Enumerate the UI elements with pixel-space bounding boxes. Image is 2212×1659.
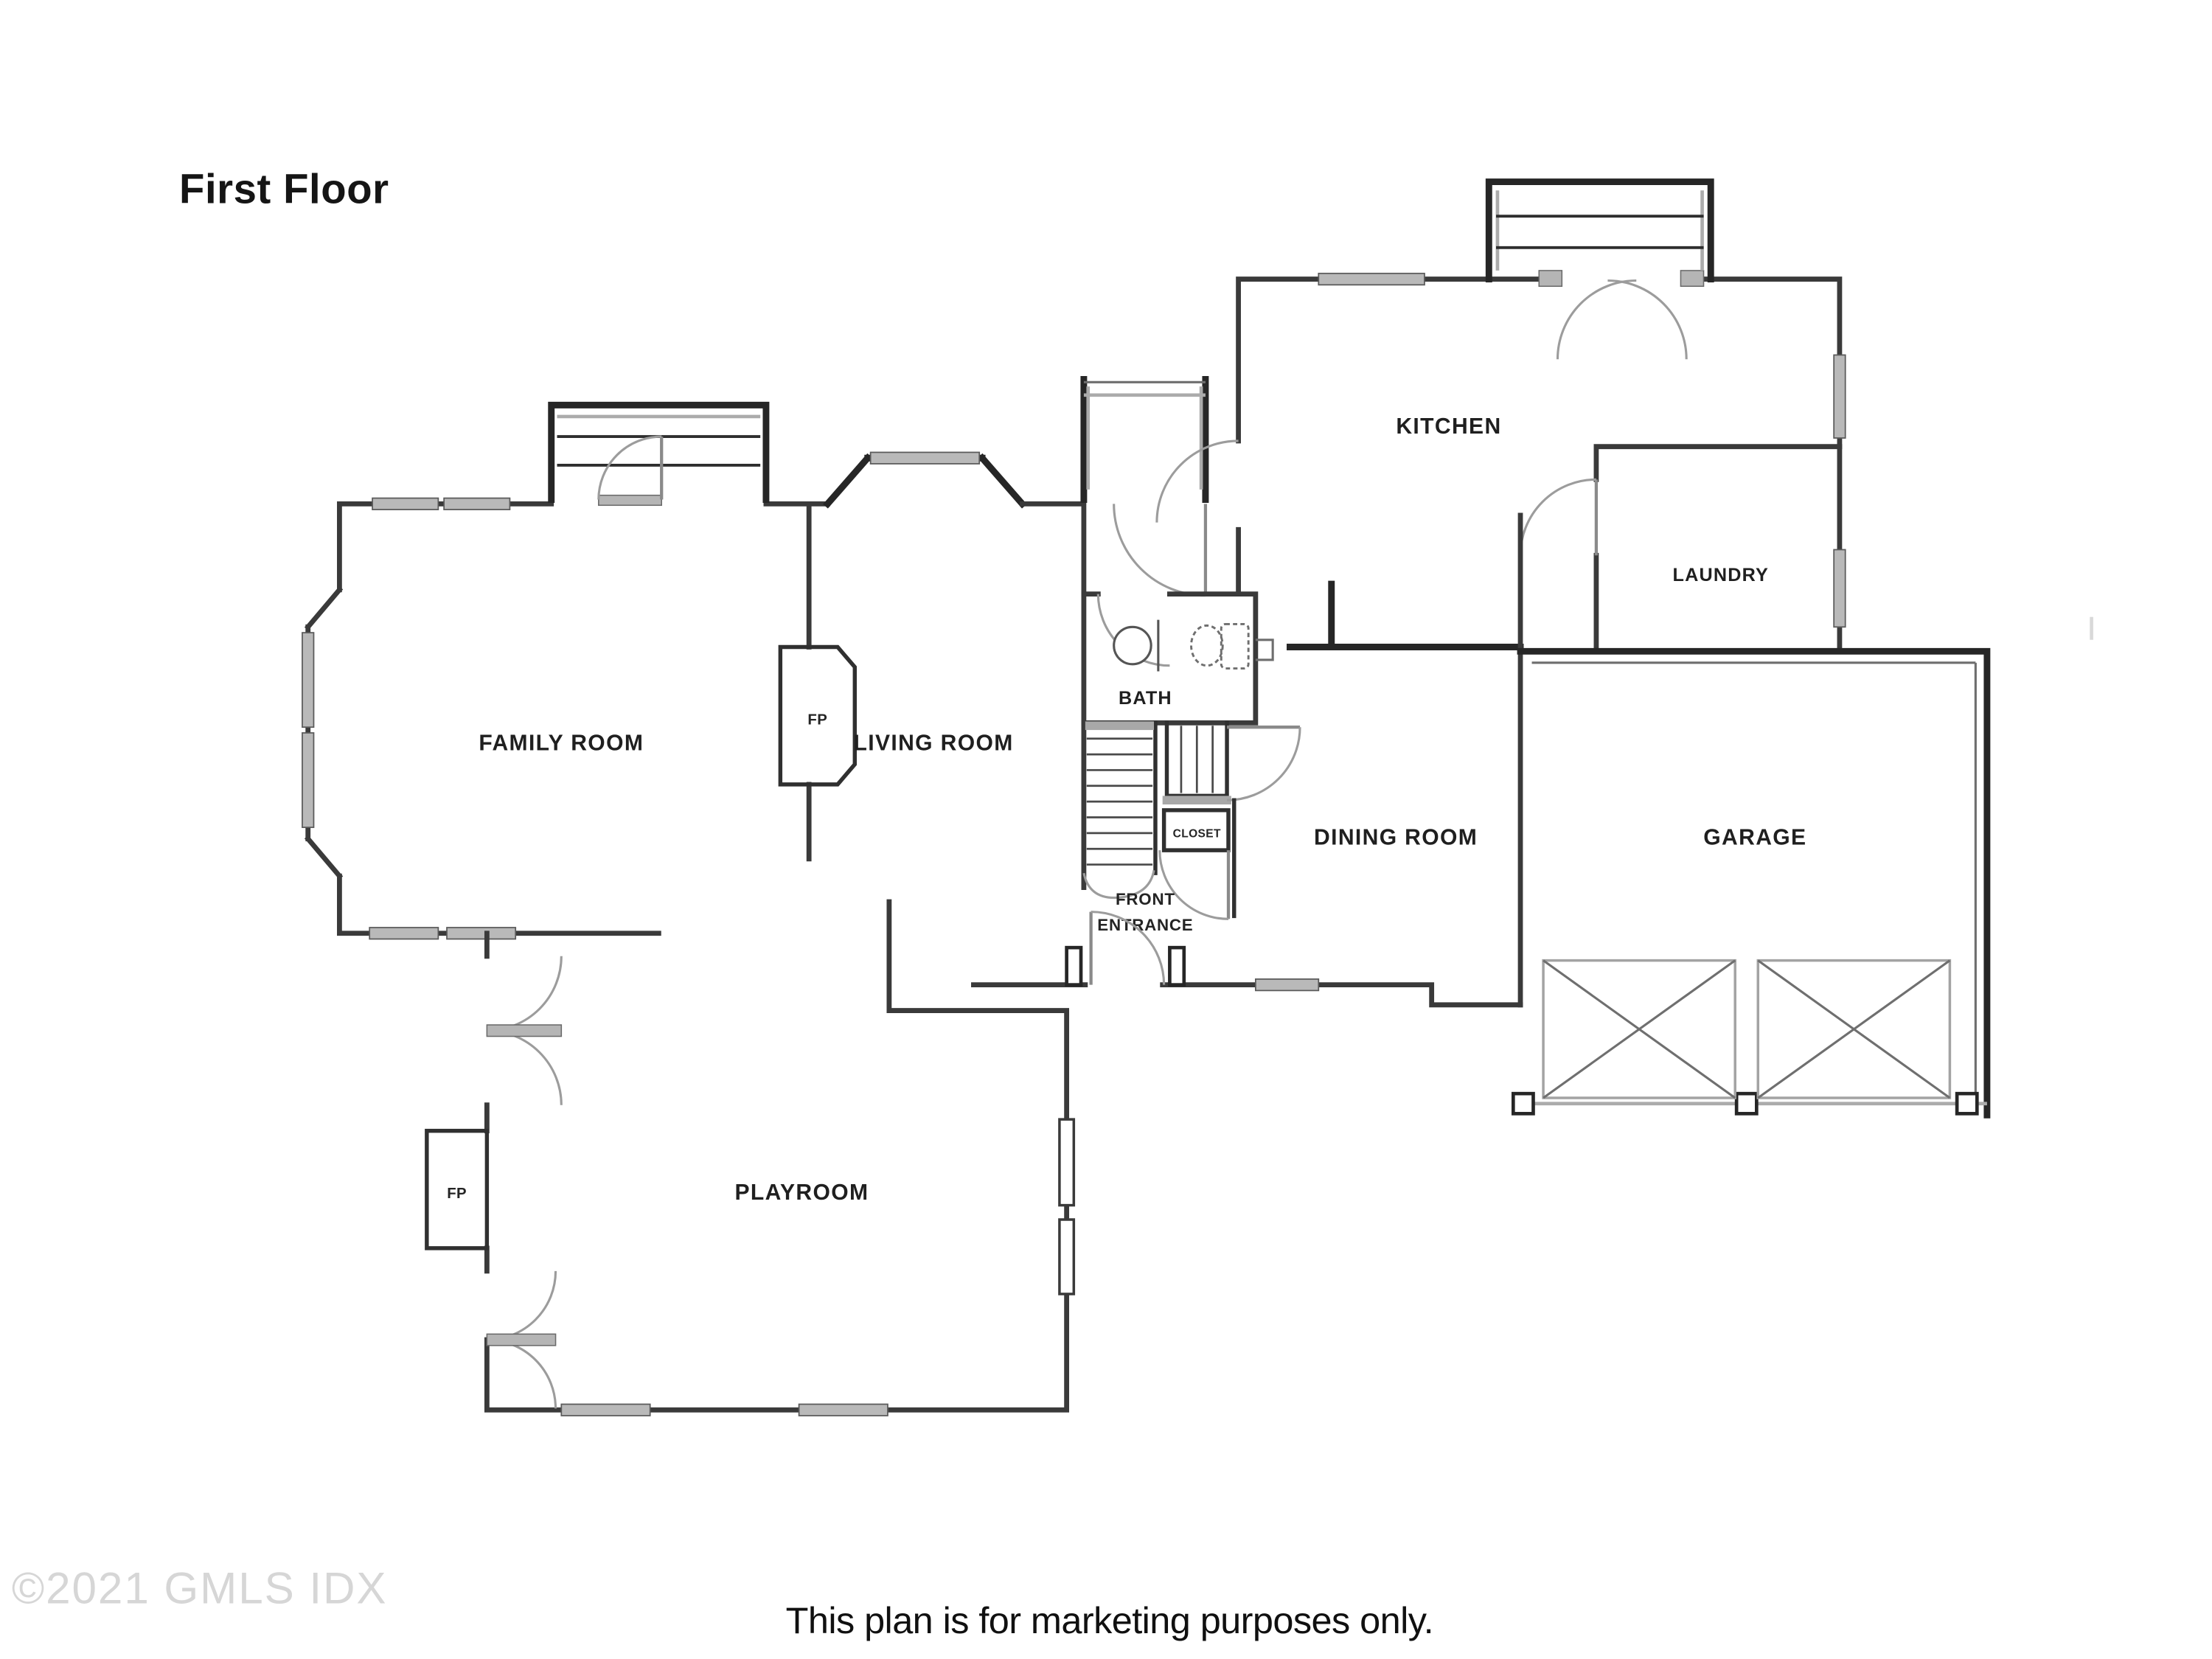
window (1058, 1218, 1076, 1295)
stair-treads (1086, 737, 1153, 866)
sink-glyph (1113, 625, 1152, 666)
toilet-bowl-glyph (1190, 624, 1224, 667)
bay-window-row (557, 435, 761, 467)
room-label-dining: DINING ROOM (1314, 825, 1478, 849)
closet: CLOSET (1158, 798, 1237, 920)
wall-notch (1255, 639, 1274, 661)
porch-pier (1065, 945, 1083, 987)
bay-wall (1485, 178, 1714, 283)
room-label-kitchen: KITCHEN (1396, 414, 1501, 439)
garage-door-bay (1542, 959, 1736, 1099)
door-swing (597, 435, 662, 500)
door-swing (1227, 727, 1301, 801)
staircase (1081, 720, 1301, 900)
entry-porch-bay (1080, 375, 1209, 597)
room-laundry: LAUNDRY (1519, 444, 1843, 654)
window (372, 497, 439, 510)
fireplace-box (425, 1128, 490, 1251)
room-playroom: PLAYROOM (484, 899, 1076, 1416)
bay-window-row (1496, 215, 1704, 249)
garage-pier (1734, 1091, 1759, 1116)
garage-pier (1511, 1091, 1535, 1116)
window (1058, 1118, 1076, 1207)
bay-wall (548, 401, 770, 503)
window (798, 1403, 888, 1416)
stair-landing (1162, 796, 1231, 805)
front-entrance-label-line1: FRONT (1116, 890, 1175, 908)
window (369, 927, 439, 940)
wall (1517, 647, 1991, 1119)
caption: This plan is for marketing purposes only… (786, 1599, 1433, 1641)
door-jamb (1538, 270, 1563, 288)
wall-inner (1531, 661, 1977, 1104)
wall (1286, 580, 1524, 650)
french-door-leaf (486, 1024, 563, 1037)
room-bath: BATH (1081, 591, 1274, 726)
room-label-closet: CLOSET (1173, 828, 1221, 841)
front-entrance-label-line2: ENTRANCE (1097, 916, 1193, 934)
room-label-family: FAMILY ROOM (479, 731, 644, 755)
front-entrance: FRONT ENTRANCE (971, 890, 1523, 1008)
fireplace-family-living: FP (778, 644, 858, 787)
room-label-bath: BATH (1119, 688, 1172, 709)
room-garage: GARAGE (1511, 512, 1991, 1119)
wall (1020, 501, 1087, 597)
window (1833, 549, 1846, 628)
window (302, 732, 315, 828)
wall (484, 899, 1070, 1413)
french-door-leaf (486, 1333, 557, 1346)
wall (1593, 444, 1843, 654)
room-label-playroom: PLAYROOM (735, 1180, 869, 1205)
fireplace-box (778, 644, 858, 787)
door-swing (1158, 850, 1228, 920)
stair-treads (1180, 726, 1214, 793)
family-window-bay (548, 401, 770, 507)
room-living-room: LIVING ROOM (823, 451, 1087, 755)
door-swing (1155, 439, 1239, 523)
stair-landing (1085, 721, 1155, 731)
window (560, 1403, 651, 1416)
window (302, 632, 315, 728)
bay-wall (1080, 375, 1209, 503)
bay-window-core (1086, 386, 1203, 490)
fireplace-label: FP (807, 712, 827, 728)
room-label-living: LIVING ROOM (853, 731, 1013, 755)
page-title: First Floor (179, 166, 389, 212)
wall (304, 501, 830, 936)
door-jamb (1680, 270, 1705, 288)
double-door-swing (1556, 279, 1688, 360)
fireplace-playroom: FP (425, 1128, 490, 1251)
stair-curve (1082, 870, 1155, 900)
closet-walls (1161, 808, 1231, 852)
door-swing (1519, 478, 1596, 556)
bay-window-wall (823, 453, 1027, 509)
bay-window-core (1495, 190, 1704, 271)
kitchen-bay-window (1485, 178, 1714, 283)
wall (1081, 591, 1259, 726)
garage-pier (1955, 1091, 1979, 1116)
room-label-laundry: LAUNDRY (1673, 565, 1770, 585)
window (869, 451, 981, 465)
window (1318, 272, 1425, 286)
room-kitchen: KITCHEN (1155, 270, 1846, 654)
window (1254, 978, 1320, 992)
window (1833, 354, 1846, 439)
window (443, 497, 511, 510)
window (446, 927, 517, 940)
porch-pier (1168, 945, 1186, 987)
wall (971, 982, 1523, 1008)
door-sill (598, 494, 662, 507)
room-dining-room: DINING ROOM (1286, 580, 1524, 849)
room-family-room: FAMILY ROOM (302, 497, 830, 940)
fireplace-label: FP (447, 1186, 467, 1202)
front-door-swing (1091, 911, 1166, 985)
watermark: ©2021 GMLS IDX (12, 1563, 388, 1613)
room-label-garage: GARAGE (1703, 825, 1806, 849)
toilet-tank-glyph (1220, 622, 1250, 670)
garage-door-bay (1756, 959, 1952, 1099)
door-swing (1113, 504, 1206, 597)
